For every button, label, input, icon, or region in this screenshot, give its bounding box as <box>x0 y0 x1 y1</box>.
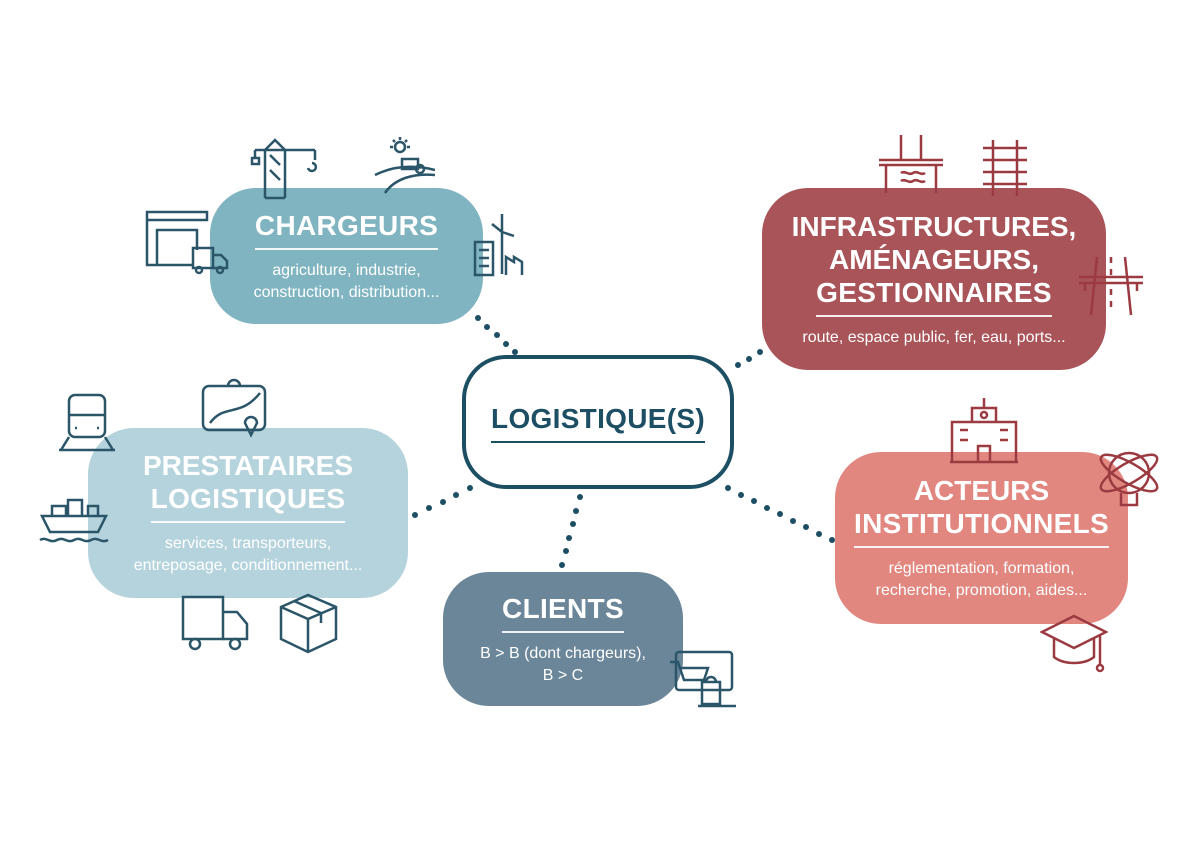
infrastructures-title-1: INFRASTRUCTURES, <box>791 210 1077 242</box>
infrastructures-node: INFRASTRUCTURES, AMÉNAGEURS, GESTIONNAIR… <box>762 188 1106 370</box>
graduation-cap-icon <box>1040 614 1108 673</box>
connector-dot <box>764 504 770 511</box>
connector-dot <box>790 517 796 524</box>
connector-dot <box>475 315 481 321</box>
chargeurs-node: CHARGEURS agriculture, industrie, constr… <box>210 188 483 324</box>
connector-dot <box>573 507 580 514</box>
connector-dot <box>467 485 473 491</box>
infrastructures-sub: route, espace public, fer, eau, ports... <box>802 328 1066 346</box>
acteurs-title-1: ACTEURS <box>913 475 1050 506</box>
delivery-truck-icon <box>181 595 249 651</box>
prestataires-sub-1: services, transporteurs, <box>164 535 332 552</box>
prestataires-title-2: LOGISTIQUES <box>150 482 346 523</box>
connector-dot <box>757 349 763 355</box>
wind-factory-icon <box>473 214 524 277</box>
connector-dot <box>751 498 757 504</box>
connector-dot <box>738 491 744 498</box>
institution-building-icon <box>950 398 1018 464</box>
connector-dot <box>502 340 509 347</box>
chargeurs-sub-1: agriculture, industrie, <box>272 261 421 279</box>
highway-bridge-icon <box>1079 256 1143 316</box>
connector-dot <box>453 491 460 498</box>
connector-dot <box>493 332 500 338</box>
clients-title: CLIENTS <box>502 592 624 633</box>
acteurs-sub-2: recherche, promotion, aides... <box>875 582 1088 599</box>
acteurs-node: ACTEURS INSTITUTIONNELS réglementation, … <box>835 452 1128 624</box>
clients-sub-2: B > C <box>542 666 584 684</box>
connector-dot <box>439 498 446 505</box>
map-pin-tablet-icon <box>201 378 267 438</box>
box-icon <box>279 593 338 654</box>
connector-dot <box>559 562 565 568</box>
rail-track-icon <box>983 140 1027 196</box>
prestataires-title-1: PRESTATAIRES <box>142 450 353 481</box>
idea-bulb-atom-icon <box>1099 451 1159 507</box>
connector-dot <box>829 537 835 543</box>
clients-sub-1: B > B (dont chargeurs), <box>480 644 646 662</box>
prestataires-sub-2: entreposage, conditionnement... <box>133 557 363 574</box>
connector-dot <box>725 485 731 491</box>
center-node: LOGISTIQUE(S) <box>462 355 734 489</box>
connector-dot <box>512 349 518 355</box>
clients-node: CLIENTS B > B (dont chargeurs), B > C <box>443 572 683 706</box>
chargeurs-title: CHARGEURS <box>254 209 439 250</box>
connector-dot <box>735 362 741 368</box>
connector-dot <box>562 548 569 555</box>
connector-dot <box>803 524 809 530</box>
connector-dot <box>777 511 783 517</box>
connector-dot <box>425 505 432 512</box>
infrastructures-title-2: AMÉNAGEURS, <box>828 243 1039 275</box>
acteurs-sub-1: réglementation, formation, <box>888 560 1075 577</box>
connector-dot <box>746 355 752 362</box>
chargeurs-sub-2: construction, distribution... <box>253 283 440 301</box>
online-shopping-icon <box>670 650 736 708</box>
train-icon <box>59 393 115 452</box>
center-title: LOGISTIQUE(S) <box>491 402 705 443</box>
tractor-field-icon <box>374 137 435 194</box>
cargo-ship-icon <box>39 498 109 543</box>
warehouse-truck-icon <box>145 210 229 275</box>
acteurs-title-2: INSTITUTIONNELS <box>854 507 1109 548</box>
connector-dot <box>816 530 822 537</box>
connector-dot <box>566 534 573 541</box>
connector-dot <box>577 494 583 500</box>
infrastructures-title-3: GESTIONNAIRES <box>816 276 1052 317</box>
connector-dot <box>569 521 576 528</box>
bridge-water-icon <box>879 135 943 193</box>
connector-dot <box>484 323 491 330</box>
prestataires-node: PRESTATAIRES LOGISTIQUES services, trans… <box>88 428 408 598</box>
connector-dot <box>412 512 418 518</box>
crane-icon <box>250 138 318 200</box>
